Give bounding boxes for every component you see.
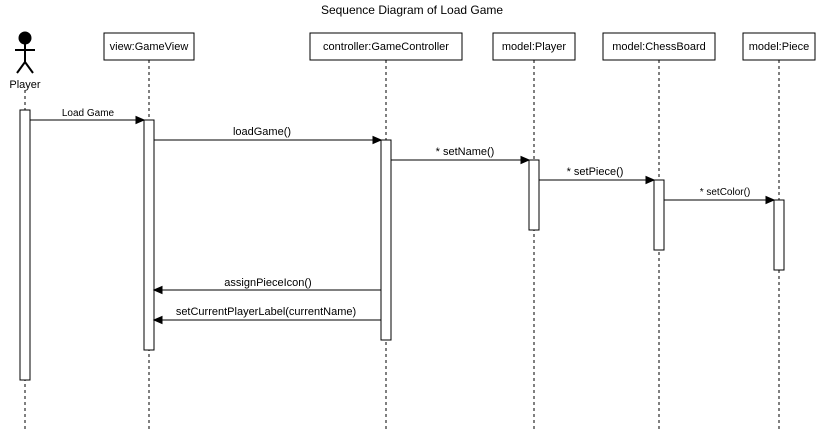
- message-label: loadGame(): [233, 126, 291, 138]
- participant-label: model:Piece: [749, 41, 810, 53]
- message-label: Load Game: [62, 108, 115, 119]
- diagram-title: Sequence Diagram of Load Game: [320, 3, 504, 17]
- message-set-name: * setName(): [391, 146, 531, 165]
- message-label: assignPieceIcon(): [224, 277, 311, 289]
- activation-gameview: [143, 119, 155, 351]
- actor-player-icon: [15, 31, 35, 74]
- message-set-piece: * setPiece(): [539, 166, 656, 185]
- activation-chessboard: [653, 179, 665, 251]
- actor-player-label: Player: [9, 79, 41, 91]
- message-label: * setName(): [436, 146, 495, 158]
- message-assign-piece-icon: assignPieceIcon(): [152, 277, 381, 295]
- participant-label: controller:GameController: [323, 41, 449, 53]
- message-label: * setPiece(): [567, 166, 624, 178]
- participant-chessboard: model:ChessBoard: [602, 32, 716, 61]
- participant-label: view:GameView: [110, 41, 189, 53]
- activation-model-player: [528, 159, 540, 231]
- participant-label: model:Player: [502, 41, 567, 53]
- participant-model-player: model:Player: [492, 32, 576, 61]
- message-label: setCurrentPlayerLabel(currentName): [176, 306, 356, 318]
- participant-label: model:ChessBoard: [612, 41, 706, 53]
- activation-piece: [773, 199, 785, 271]
- message-set-current-player-label: setCurrentPlayerLabel(currentName): [152, 306, 381, 325]
- participant-gamecontroller: controller:GameController: [309, 32, 463, 61]
- participant-gameview: view:GameView: [103, 32, 195, 61]
- activation-gamecontroller: [380, 139, 392, 341]
- activation-player: [19, 109, 31, 381]
- message-load-game-call: loadGame(): [154, 126, 383, 145]
- message-set-color: * setColor(): [664, 187, 776, 205]
- message-load-game: Load Game: [30, 108, 146, 125]
- message-label: * setColor(): [700, 187, 751, 198]
- participant-piece: model:Piece: [742, 32, 816, 61]
